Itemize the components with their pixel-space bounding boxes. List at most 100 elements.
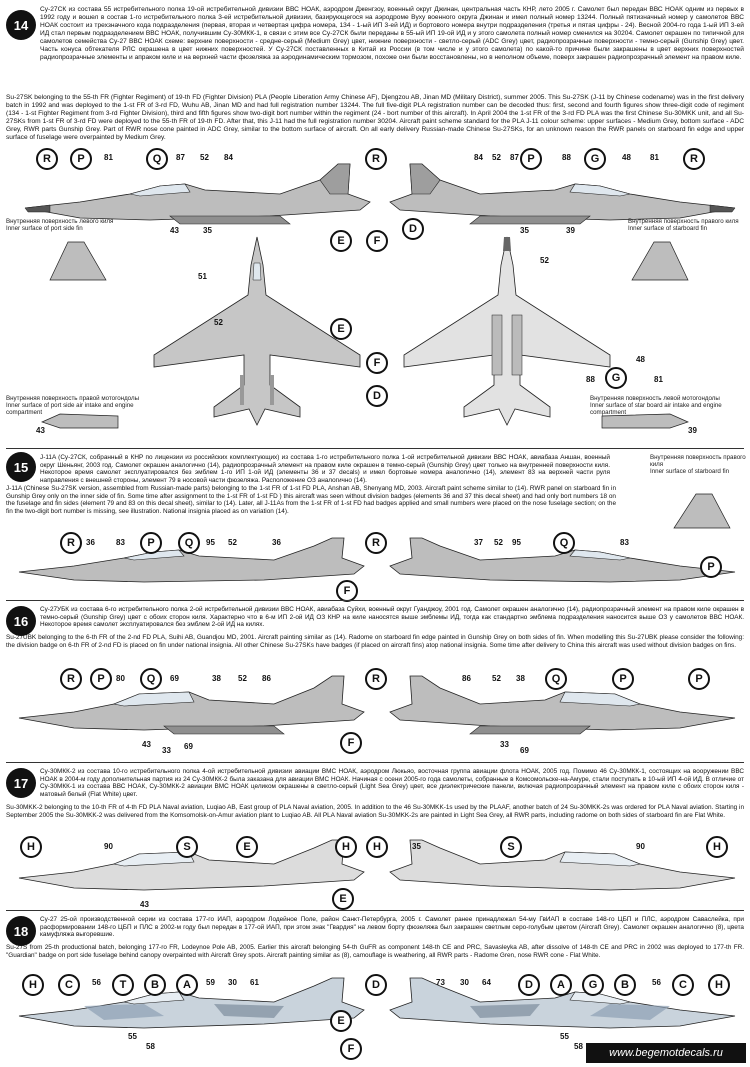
aircraft-starboard-side-view <box>389 537 736 583</box>
callout-h: H <box>20 836 42 858</box>
decal-number: 52 <box>492 674 501 683</box>
decal-number: 36 <box>86 538 95 547</box>
callout-r: R <box>36 148 58 170</box>
callout-h: H <box>708 974 730 996</box>
callout-p: P <box>700 556 722 578</box>
callout-q: Q <box>140 668 162 690</box>
callout-f: F <box>366 352 388 374</box>
callout-a: A <box>176 974 198 996</box>
decal-number: 90 <box>636 842 645 851</box>
aircraft-port-side-view <box>18 977 365 1029</box>
aircraft-starboard-side-view <box>389 839 736 891</box>
decal-number: 35 <box>412 842 421 851</box>
decal-number: 43 <box>36 426 45 435</box>
callout-q: Q <box>545 668 567 690</box>
decal-number: 87 <box>510 153 519 162</box>
decal-number: 84 <box>474 153 483 162</box>
callout-r: R <box>60 532 82 554</box>
callout-f: F <box>336 580 358 602</box>
section-14: 14 Су-27СК из состава 55 истребительного… <box>0 0 750 450</box>
decal-number: 52 <box>214 318 223 327</box>
section-number: 17 <box>6 768 36 798</box>
decal-number: 87 <box>176 153 185 162</box>
callout-g: G <box>605 367 627 389</box>
callout-e: E <box>330 318 352 340</box>
callout-p: P <box>612 668 634 690</box>
decal-number: 39 <box>688 426 697 435</box>
description-ru: Су-27УБК из состава 6-го истребительного… <box>40 606 744 629</box>
decal-number: 88 <box>562 153 571 162</box>
decal-number: 95 <box>206 538 215 547</box>
decal-number: 52 <box>238 674 247 683</box>
decal-number: 38 <box>516 674 525 683</box>
callout-f: F <box>340 732 362 754</box>
callout-s: S <box>500 836 522 858</box>
section-divider <box>6 762 744 763</box>
callout-p: P <box>90 668 112 690</box>
decal-number: 80 <box>116 674 125 683</box>
section-17: 17 Су-30МКК-2 из состава 10-го истребите… <box>0 764 750 910</box>
description-ru: Су-27 25-ой производственной серии из со… <box>40 916 744 939</box>
decal-number: 58 <box>146 1042 155 1051</box>
section-divider <box>6 910 744 911</box>
note-starboard-intake: Внутренняя поверхность левой мотогондолы… <box>590 395 722 417</box>
decal-number: 36 <box>272 538 281 547</box>
callout-r: R <box>365 668 387 690</box>
decal-number: 52 <box>494 538 503 547</box>
decal-number: 30 <box>460 978 469 987</box>
section-15: 15 J-11A (Су-27СК, собранный в КНР по ли… <box>0 450 750 602</box>
callout-p: P <box>520 148 542 170</box>
aircraft-port-side-view <box>18 675 365 735</box>
callout-e: E <box>332 888 354 910</box>
callout-h: H <box>706 836 728 858</box>
callout-s: S <box>176 836 198 858</box>
decal-number: 43 <box>142 740 151 749</box>
callout-f: F <box>366 230 388 252</box>
decal-number: 35 <box>520 226 529 235</box>
callout-p: P <box>140 532 162 554</box>
decal-number: 52 <box>228 538 237 547</box>
description-en: Su-30MKK-2 belonging to the 10-th FR of … <box>6 804 744 819</box>
description-en: Su-27UBK belonging to the 6-th FR of the… <box>6 634 744 649</box>
callout-e: E <box>236 836 258 858</box>
callout-h: H <box>22 974 44 996</box>
decal-number: 83 <box>116 538 125 547</box>
section-number: 16 <box>6 606 36 636</box>
decal-number: 55 <box>128 1032 137 1041</box>
callout-p: P <box>70 148 92 170</box>
decal-number: 69 <box>520 746 529 755</box>
callout-q: Q <box>553 532 575 554</box>
decal-number: 81 <box>104 153 113 162</box>
decal-number: 48 <box>636 355 645 364</box>
section-number: 18 <box>6 916 36 946</box>
port-intake-inset <box>41 413 119 429</box>
decal-number: 73 <box>436 978 445 987</box>
note-port-fin: Внутренняя поверхность левого киля Inner… <box>6 218 114 233</box>
callout-r: R <box>683 148 705 170</box>
note-port-intake: Внутренняя поверхность правой мотогондол… <box>6 395 140 417</box>
description-ru: Су-30МКК-2 из состава 10-го истребительн… <box>40 768 744 798</box>
section-18: 18 Су-27 25-ой производственной серии из… <box>0 912 750 1067</box>
callout-r: R <box>60 668 82 690</box>
website-link[interactable]: www.begemotdecals.ru <box>586 1043 746 1063</box>
aircraft-port-side-view <box>24 163 371 225</box>
decal-number: 33 <box>162 746 171 755</box>
decal-number: 69 <box>184 742 193 751</box>
decal-number: 52 <box>540 256 549 265</box>
starboard-intake-inset <box>601 413 689 429</box>
decal-number: 43 <box>170 226 179 235</box>
decal-number: 51 <box>198 272 207 281</box>
section-divider <box>6 600 744 601</box>
section-16: 16 Су-27УБК из состава 6-го истребительн… <box>0 602 750 762</box>
callout-b: B <box>144 974 166 996</box>
description-ru: J-11A (Су-27СК, собранный в КНР по лицен… <box>40 454 610 484</box>
decal-number: 48 <box>622 153 631 162</box>
decal-number: 58 <box>574 1042 583 1051</box>
aircraft-top-view <box>153 236 361 426</box>
callout-p: P <box>688 668 710 690</box>
callout-c: C <box>672 974 694 996</box>
description-en: Su-27SK belonging to the 55-th FR (Fight… <box>6 94 744 141</box>
decal-number: 38 <box>212 674 221 683</box>
description-en: Su-27S from 25-th productional batch, be… <box>6 944 744 959</box>
section-number: 15 <box>6 452 36 482</box>
